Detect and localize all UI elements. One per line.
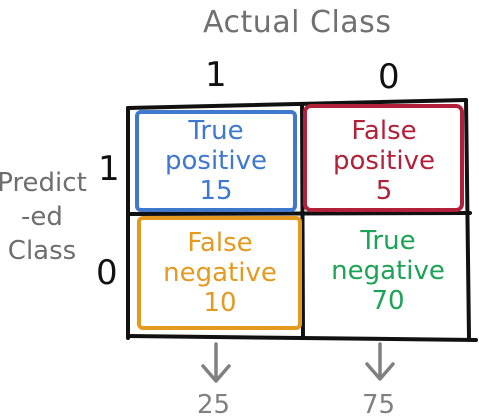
cell-value: 10 (203, 288, 237, 318)
row-header-1: 1 (98, 149, 120, 189)
predicted-class-label: Predict -ed Class (0, 166, 98, 268)
cell-true-positive: True positive 15 (140, 116, 292, 206)
arrow-left-down-icon (201, 342, 231, 383)
cell-value: 5 (375, 176, 393, 206)
column-header-0: 0 (378, 57, 400, 97)
predicted-class-label-line: Predict (0, 168, 87, 198)
cell-line-1: True (360, 226, 416, 256)
cell-line-2: positive (165, 146, 267, 176)
cell-line-1: False (351, 116, 417, 146)
cell-false-negative: False negative 10 (142, 228, 298, 318)
column-total-1: 25 (197, 390, 231, 420)
cell-true-negative: True negative 70 (310, 226, 466, 316)
column-total-0: 75 (362, 390, 396, 420)
arrow-right-down-icon (365, 342, 395, 381)
row-header-0: 0 (96, 253, 118, 293)
cell-line-2: negative (331, 256, 445, 286)
true-positive-box (135, 110, 297, 212)
predicted-class-label-line: -ed (21, 202, 63, 232)
cell-value: 15 (199, 176, 233, 206)
grid-middle-horizontal (126, 211, 472, 216)
cell-line-2: positive (333, 146, 435, 176)
predicted-class-label-line: Class (7, 236, 77, 266)
cell-line-1: False (187, 228, 253, 258)
actual-class-title: Actual Class (203, 5, 392, 40)
grid-middle-vertical (300, 102, 305, 339)
cell-line-1: True (188, 116, 244, 146)
grid-right-line (464, 98, 471, 340)
column-header-1: 1 (205, 55, 227, 95)
grid-top-line (126, 98, 468, 110)
false-negative-box (137, 216, 302, 330)
cell-line-2: negative (163, 258, 277, 288)
cell-value: 70 (371, 286, 405, 316)
false-positive-box (303, 104, 464, 212)
cell-false-positive: False positive 5 (308, 116, 460, 206)
